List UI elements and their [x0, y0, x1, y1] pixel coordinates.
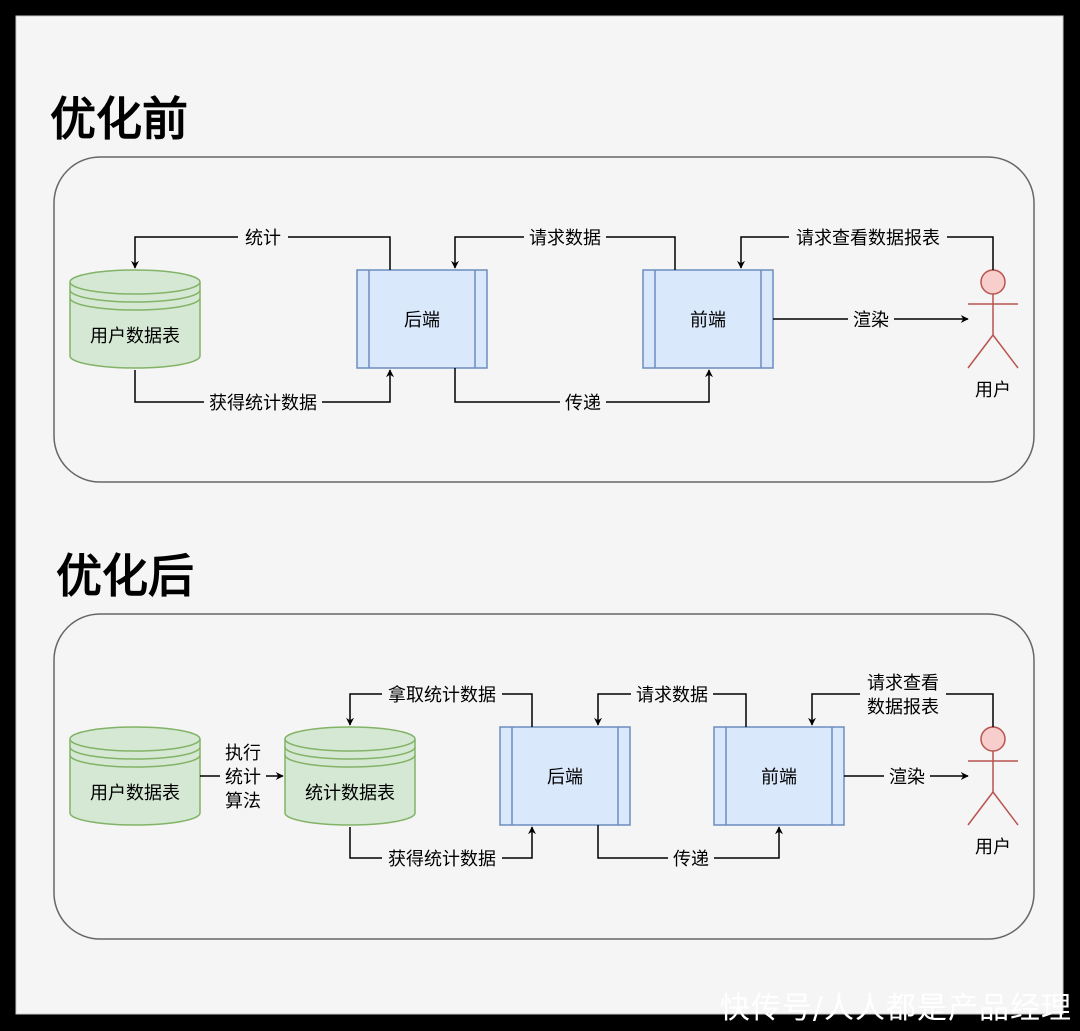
title-before: 优化前	[50, 92, 188, 146]
label-user-after: 用户	[975, 837, 1011, 858]
label-user-before: 用户	[975, 380, 1011, 401]
edge-label-pass-after: 传递	[673, 849, 709, 870]
label-user-db-before: 用户数据表	[90, 326, 180, 347]
label-stats-db-after: 统计数据表	[305, 783, 395, 804]
edge-label-request-data-after: 请求数据	[636, 685, 708, 706]
watermark-text: 快传号/人人都是产品经理	[719, 991, 1072, 1026]
edge-label-stat-before: 统计	[245, 228, 281, 249]
edge-label-get-stats-before: 获得统计数据	[209, 393, 317, 414]
cylinder-stats-db-after	[284, 726, 416, 826]
label-frontend-before: 前端	[690, 310, 726, 331]
edge-label-request-report-line2-after: 数据报表	[867, 697, 939, 718]
edge-label-fetch-stats-after: 拿取统计数据	[388, 684, 496, 706]
label-backend-after: 后端	[547, 767, 583, 788]
title-after: 优化后	[56, 549, 194, 603]
cylinder-user-db-after	[69, 726, 201, 826]
label-user-db-after: 用户数据表	[90, 783, 180, 804]
frame-after	[53, 613, 1035, 940]
edge-label-request-report-before: 请求查看数据报表	[796, 228, 940, 249]
process-backend-after	[499, 726, 631, 826]
edge-label-request-report-line1-after: 请求查看	[867, 673, 939, 694]
process-frontend-after	[713, 726, 845, 826]
edge-label-request-data-before: 请求数据	[529, 228, 601, 249]
edge-label-exec-line1-after: 执行	[225, 743, 261, 764]
edge-label-render-after: 渲染	[889, 767, 925, 788]
label-backend-before: 后端	[404, 310, 440, 331]
edge-label-pass-before: 传递	[565, 393, 601, 414]
edge-label-get-stats-after: 获得统计数据	[388, 849, 496, 870]
edge-label-render-before: 渲染	[853, 310, 889, 331]
process-backend-before	[356, 269, 488, 369]
label-frontend-after: 前端	[761, 767, 797, 788]
actor-user-after	[967, 726, 1019, 826]
edge-label-exec-line2-after: 统计	[225, 767, 261, 788]
cylinder-user-db-before	[69, 269, 201, 369]
edge-label-exec-line3-after: 算法	[225, 791, 261, 812]
frame-before	[53, 156, 1035, 483]
background-panel	[15, 15, 1064, 1015]
